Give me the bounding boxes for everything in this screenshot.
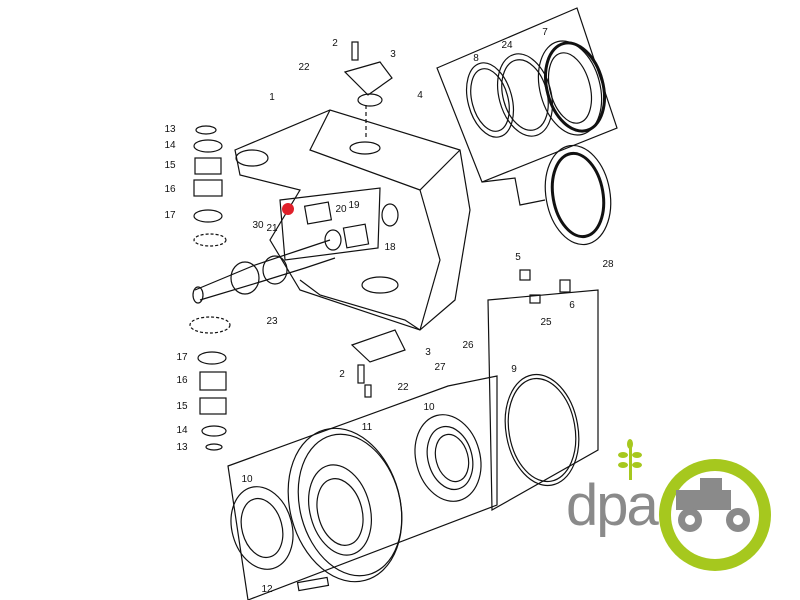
callout-label: 10 [423,402,435,413]
callout-label: 3 [390,49,396,60]
callout-label: 8 [473,53,479,64]
callout-label: 14 [164,140,176,151]
callout-label: 13 [164,124,176,135]
callout-label: 27 [434,362,446,373]
callout-label: 16 [176,375,188,386]
callout-label: 4 [417,90,423,101]
callout-label: 15 [164,160,176,171]
callout-label: 28 [602,259,614,270]
bearing-10-left [230,486,294,570]
callout-label: 22 [397,382,409,393]
dpa-logo-gear [659,459,771,571]
callout-label: 20 [335,204,347,215]
callout-label: 5 [515,252,521,263]
steering-knuckle [234,109,471,331]
callout-label: 19 [348,200,360,211]
callout-label: 13 [176,442,188,453]
highlight-dot [282,203,294,215]
left-bearing-stack-lower [189,316,231,451]
wheat-icon [618,439,642,480]
o-ring-9 [504,373,580,487]
callout-label: 23 [266,316,278,327]
callout-label: 7 [542,27,548,38]
callout-label: 25 [540,317,552,328]
callout-label: 18 [384,242,396,253]
callout-label: 22 [298,62,310,73]
bearing-rings-upper [465,40,606,138]
bushing-group-box [279,187,381,261]
king-pin-upper [343,41,393,140]
hub-11 [287,427,403,583]
callout-label: 16 [164,184,176,195]
callout-label: 2 [339,369,345,380]
callout-label: 10 [241,474,253,485]
callout-label: 30 [252,220,264,231]
bolt-12 [296,576,330,592]
callout-label: 21 [266,223,278,234]
callout-label: 26 [462,340,474,351]
logo-text: dpa [566,473,659,538]
callout-label: 24 [501,40,513,51]
callout-label: 6 [569,300,575,311]
callout-label: 17 [164,210,176,221]
bearing-10-right [414,414,482,502]
callout-label: 12 [261,584,273,595]
callout-label: 3 [425,347,431,358]
lower-seal-group-box [487,289,599,512]
callout-label: 1 [269,92,275,103]
callout-label: 14 [176,425,188,436]
king-pin-lower [350,329,406,398]
bearing-group-box [436,7,618,183]
seal-group-lines [481,177,546,206]
callout-label: 17 [176,352,188,363]
left-bearing-stack-upper [193,125,227,247]
callout-label: 2 [332,38,338,49]
o-ring-9-inner [507,377,577,483]
callout-label: 11 [361,422,373,433]
small-parts-5-25-6 [519,269,571,304]
callout-label: 15 [176,401,188,412]
callout-label: 9 [511,364,517,375]
universal-joint-shaft [192,239,336,304]
bushings [303,201,399,251]
seal-28 [544,144,612,246]
hub-group-box [227,375,498,600]
